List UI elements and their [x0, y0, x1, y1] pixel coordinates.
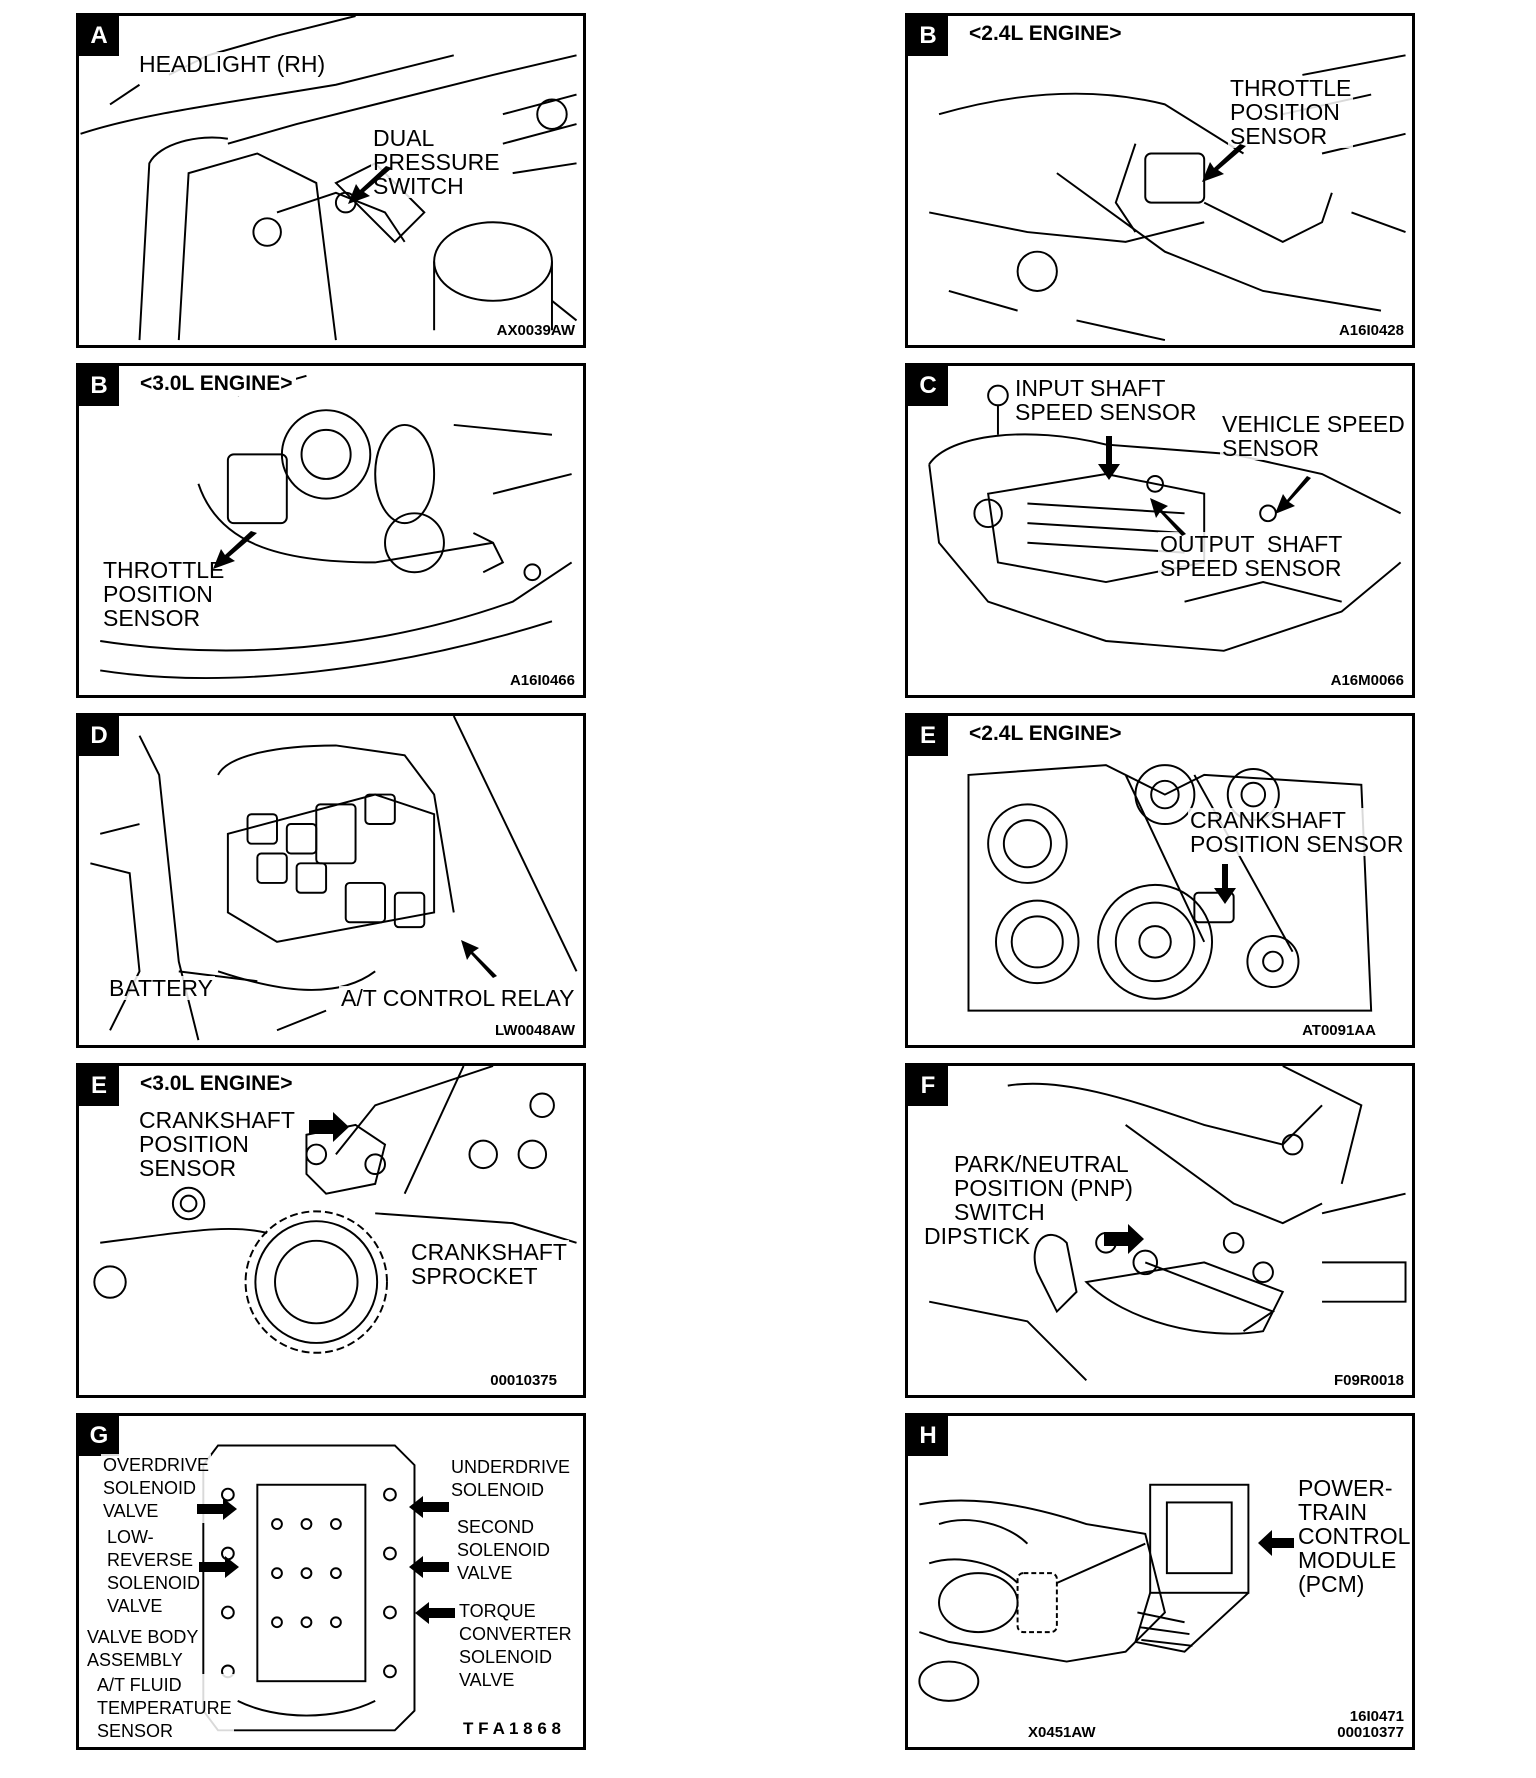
figure-code-left: X0451AW [1028, 1724, 1096, 1741]
figure-code: 00010375 [490, 1372, 557, 1389]
powertrain-control-module-label: POWER- TRAIN CONTROL MODULE (PCM) [1296, 1475, 1412, 1597]
arrow-icon [461, 940, 497, 978]
panel-letter: H [908, 1416, 948, 1456]
output-shaft-speed-sensor-label: OUTPUT SHAFT SPEED SENSOR [1158, 531, 1345, 581]
pnp-switch-illustration [929, 1066, 1407, 1381]
arrow-icon [1150, 498, 1186, 536]
figure-code: 16I0471 00010377 [1337, 1708, 1404, 1741]
panel-d: D BATTERY A/T CONTROL RELAY LW0048AW [76, 713, 586, 1048]
panel-c: C INPUT SHAFT SPEED SENSOR VEHICLE SPEED… [905, 363, 1415, 698]
arrow-icon [1098, 436, 1120, 480]
panel-b-2-4l: B <2.4L ENGINE> THROTTLE POSITION SENSOR… [905, 13, 1415, 348]
arrow-icon [1104, 1224, 1144, 1254]
arrow-icon [409, 1496, 449, 1518]
figure-code: F09R0018 [1333, 1372, 1404, 1389]
arrow-icon [409, 1556, 449, 1578]
at-control-relay-label: A/T CONTROL RELAY [339, 985, 577, 1011]
low-reverse-solenoid-valve-label: LOW- REVERSE SOLENOID VALVE [105, 1526, 203, 1618]
crankshaft-position-sensor-label: CRANKSHAFT POSITION SENSOR [1188, 807, 1406, 857]
figure-code: LW0048AW [494, 1022, 575, 1039]
panel-letter: B [908, 16, 948, 56]
figure-code: A16M0066 [1330, 672, 1404, 689]
valve-body-assembly-label: VALVE BODY ASSEMBLY [85, 1626, 201, 1672]
panel-a: A HEADLIGHT (RH) DUAL PRESSURE SWITCH AX… [76, 13, 586, 348]
arrow-icon [309, 1112, 349, 1142]
dipstick-label: DIPSTICK [922, 1223, 1033, 1249]
panel-letter: F [908, 1066, 948, 1106]
arrow-icon [197, 1498, 237, 1520]
crankshaft-position-sensor-label: CRANKSHAFT POSITION SENSOR [137, 1107, 297, 1181]
panel-letter: C [908, 366, 948, 406]
arrow-icon [1214, 864, 1236, 904]
throttle-position-sensor-illustration [929, 54, 1406, 342]
arrow-icon [199, 1556, 239, 1578]
battery-label: BATTERY [107, 975, 215, 1001]
engine-label: <2.4L ENGINE> [966, 722, 1125, 746]
panel-letter: A [79, 16, 119, 56]
throttle-position-sensor-label: THROTTLE POSITION SENSOR [101, 557, 227, 631]
second-solenoid-valve-label: SECOND SOLENOID VALVE [455, 1516, 553, 1585]
arrow-icon [415, 1602, 455, 1624]
pnp-switch-label: PARK/NEUTRAL POSITION (PNP) SWITCH [952, 1151, 1135, 1225]
figure-code: AT0091AA [1302, 1022, 1376, 1039]
crankshaft-position-sensor-3-0l-illustration [93, 1066, 577, 1354]
panel-letter: E [79, 1066, 119, 1106]
figure-code: T F A 1 8 6 8 [463, 1719, 561, 1738]
panel-g: G OVERDRIVE SOLENOID VALVE LOW- REVERSE … [76, 1413, 586, 1750]
at-control-relay-illustration [90, 716, 578, 1041]
valve-body-illustration [202, 1444, 416, 1732]
arrow-icon [213, 531, 257, 569]
engine-label: <3.0L ENGINE> [137, 372, 296, 396]
headlight-label: HEADLIGHT (RH) [137, 51, 328, 77]
torque-converter-solenoid-valve-label: TORQUE CONVERTER SOLENOID VALVE [457, 1600, 574, 1692]
arrow-icon [1258, 1530, 1294, 1556]
panel-letter: D [79, 716, 119, 756]
at-fluid-temperature-sensor-label: A/T FLUID TEMPERATURE SENSOR [95, 1674, 234, 1743]
panel-h: H POWER- TRAIN CONTROL MODULE (PCM) X045… [905, 1413, 1415, 1750]
panel-letter: B [79, 366, 119, 406]
arrow-icon [1202, 144, 1246, 182]
throttle-position-sensor-illustration [100, 374, 573, 679]
panel-b-3-0l: B <3.0L ENGINE> THROTTLE POSITION SENSOR… [76, 363, 586, 698]
input-shaft-speed-sensor-label: INPUT SHAFT SPEED SENSOR [1013, 375, 1199, 425]
panel-e-3-0l: E <3.0L ENGINE> CRANKSHAFT POSITION SENS… [76, 1063, 586, 1398]
arrow-icon [348, 166, 392, 204]
engine-label: <2.4L ENGINE> [966, 22, 1125, 46]
pcm-location-illustration [918, 1483, 1250, 1702]
crankshaft-sprocket-label: CRANKSHAFT SPROCKET [409, 1239, 569, 1289]
panel-f: F PARK/NEUTRAL POSITION (PNP) SWITCH DIP… [905, 1063, 1415, 1398]
panel-letter: G [79, 1416, 119, 1456]
crankshaft-position-sensor-2-4l-illustration [967, 764, 1373, 1012]
arrow-icon [1275, 476, 1311, 514]
panel-letter: E [908, 716, 948, 756]
vehicle-speed-sensor-label: VEHICLE SPEED SENSOR [1220, 411, 1407, 461]
dual-pressure-switch-label: DUAL PRESSURE SWITCH [371, 125, 502, 199]
engine-label: <3.0L ENGINE> [137, 1072, 296, 1096]
throttle-position-sensor-label: THROTTLE POSITION SENSOR [1228, 75, 1354, 149]
panel-e-2-4l: E <2.4L ENGINE> CRANKSHAFT POSITION SENS… [905, 713, 1415, 1048]
overdrive-solenoid-valve-label: OVERDRIVE SOLENOID VALVE [101, 1454, 212, 1523]
underdrive-solenoid-label: UNDERDRIVE SOLENOID [449, 1456, 573, 1502]
figure-code: AX0039AW [496, 322, 575, 339]
figure-code: A16I0466 [509, 672, 575, 689]
figure-code: A16I0428 [1338, 322, 1404, 339]
